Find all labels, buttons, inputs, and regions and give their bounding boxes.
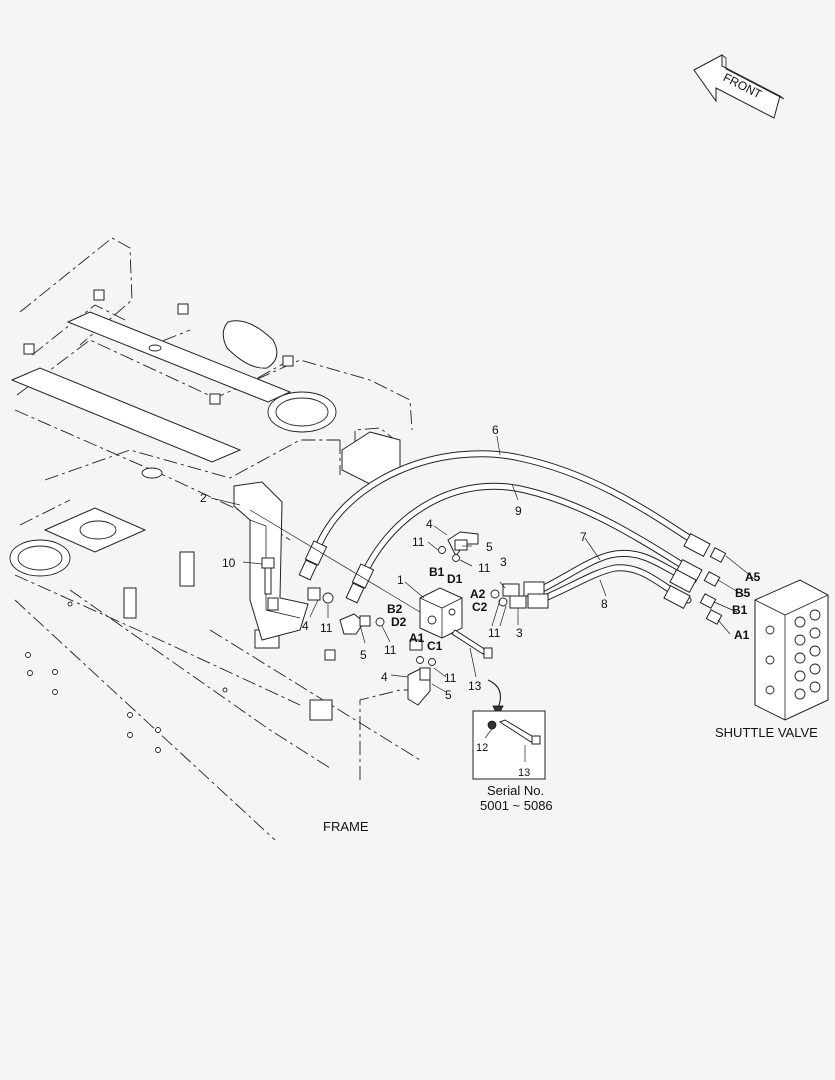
part-label-5-left: 5 <box>360 648 367 662</box>
part-label-4-bottom: 4 <box>381 670 388 684</box>
hose-6-9 <box>298 450 704 604</box>
leader-lines <box>210 435 758 693</box>
serial-box: 12 13 Serial No. 5001 ~ 5086 <box>472 710 553 813</box>
part-label-11-bottom: 11 <box>444 671 457 685</box>
port-d1-block: D1 <box>447 572 463 586</box>
front-arrow: FRONT <box>693 54 785 119</box>
port-b5-valve: B5 <box>735 586 751 600</box>
port-a2: A2 <box>470 587 486 601</box>
port-a1-block: A1 <box>409 631 425 645</box>
hose-end-fittings <box>663 532 727 625</box>
part-label-5-top: 5 <box>486 540 493 554</box>
frame-bolt-holes <box>25 601 228 753</box>
hose-7-8 <box>536 550 692 604</box>
port-a1-valve: A1 <box>734 628 750 642</box>
port-labels: B1 D1 B2 D2 C2 A2 A1 C1 A5 B5 B1 A1 <box>387 565 761 653</box>
part-label-11-top-a: 11 <box>412 535 425 549</box>
part-label-6: 6 <box>492 423 499 437</box>
serial-arrow <box>487 679 501 709</box>
part-label-7: 7 <box>580 530 587 544</box>
part-label-4-left: 4 <box>302 619 309 633</box>
part-label-5-bottom: 5 <box>445 688 452 702</box>
frame-oval <box>222 320 278 369</box>
part-label-10: 10 <box>222 556 236 570</box>
caption-shuttle-valve: SHUTTLE VALVE <box>715 725 818 740</box>
elbow-fittings <box>307 531 479 706</box>
serial-part-13: 13 <box>518 767 530 779</box>
part-label-1: 1 <box>397 573 404 587</box>
fittings-3 <box>490 581 549 609</box>
serial-label: Serial No. <box>487 783 544 798</box>
part-label-2: 2 <box>200 491 207 505</box>
shuttle-valve <box>754 579 829 721</box>
part-label-11-right: 11 <box>488 626 501 640</box>
part-label-4-top: 4 <box>426 517 433 531</box>
serial-part-12: 12 <box>476 742 488 754</box>
port-b1-block: B1 <box>429 565 445 579</box>
part-label-11-left: 11 <box>320 621 333 635</box>
part-label-13: 13 <box>468 679 482 693</box>
port-b1-valve: B1 <box>732 603 748 617</box>
part-label-3-bottom: 3 <box>516 626 523 640</box>
port-b2: B2 <box>387 602 403 616</box>
part-label-9: 9 <box>515 504 522 518</box>
port-c2: C2 <box>472 600 488 614</box>
port-a5-valve: A5 <box>745 570 761 584</box>
serial-range: 5001 ~ 5086 <box>480 798 553 813</box>
part-label-3-top: 3 <box>500 555 507 569</box>
bolt-13 <box>451 629 493 659</box>
port-d2: D2 <box>391 615 407 629</box>
port-c1-block: C1 <box>427 639 443 653</box>
frame-members <box>9 311 401 577</box>
valve-block <box>419 587 463 639</box>
part-label-11-mid: 11 <box>384 643 397 657</box>
part-label-8: 8 <box>601 597 608 611</box>
bolt-10 <box>261 557 275 595</box>
caption-frame: FRAME <box>323 819 369 834</box>
part-labels: 2 10 6 9 7 8 1 4 11 5 11 4 11 5 11 3 11 … <box>200 423 608 702</box>
part-label-11-top-b: 11 <box>478 561 491 575</box>
